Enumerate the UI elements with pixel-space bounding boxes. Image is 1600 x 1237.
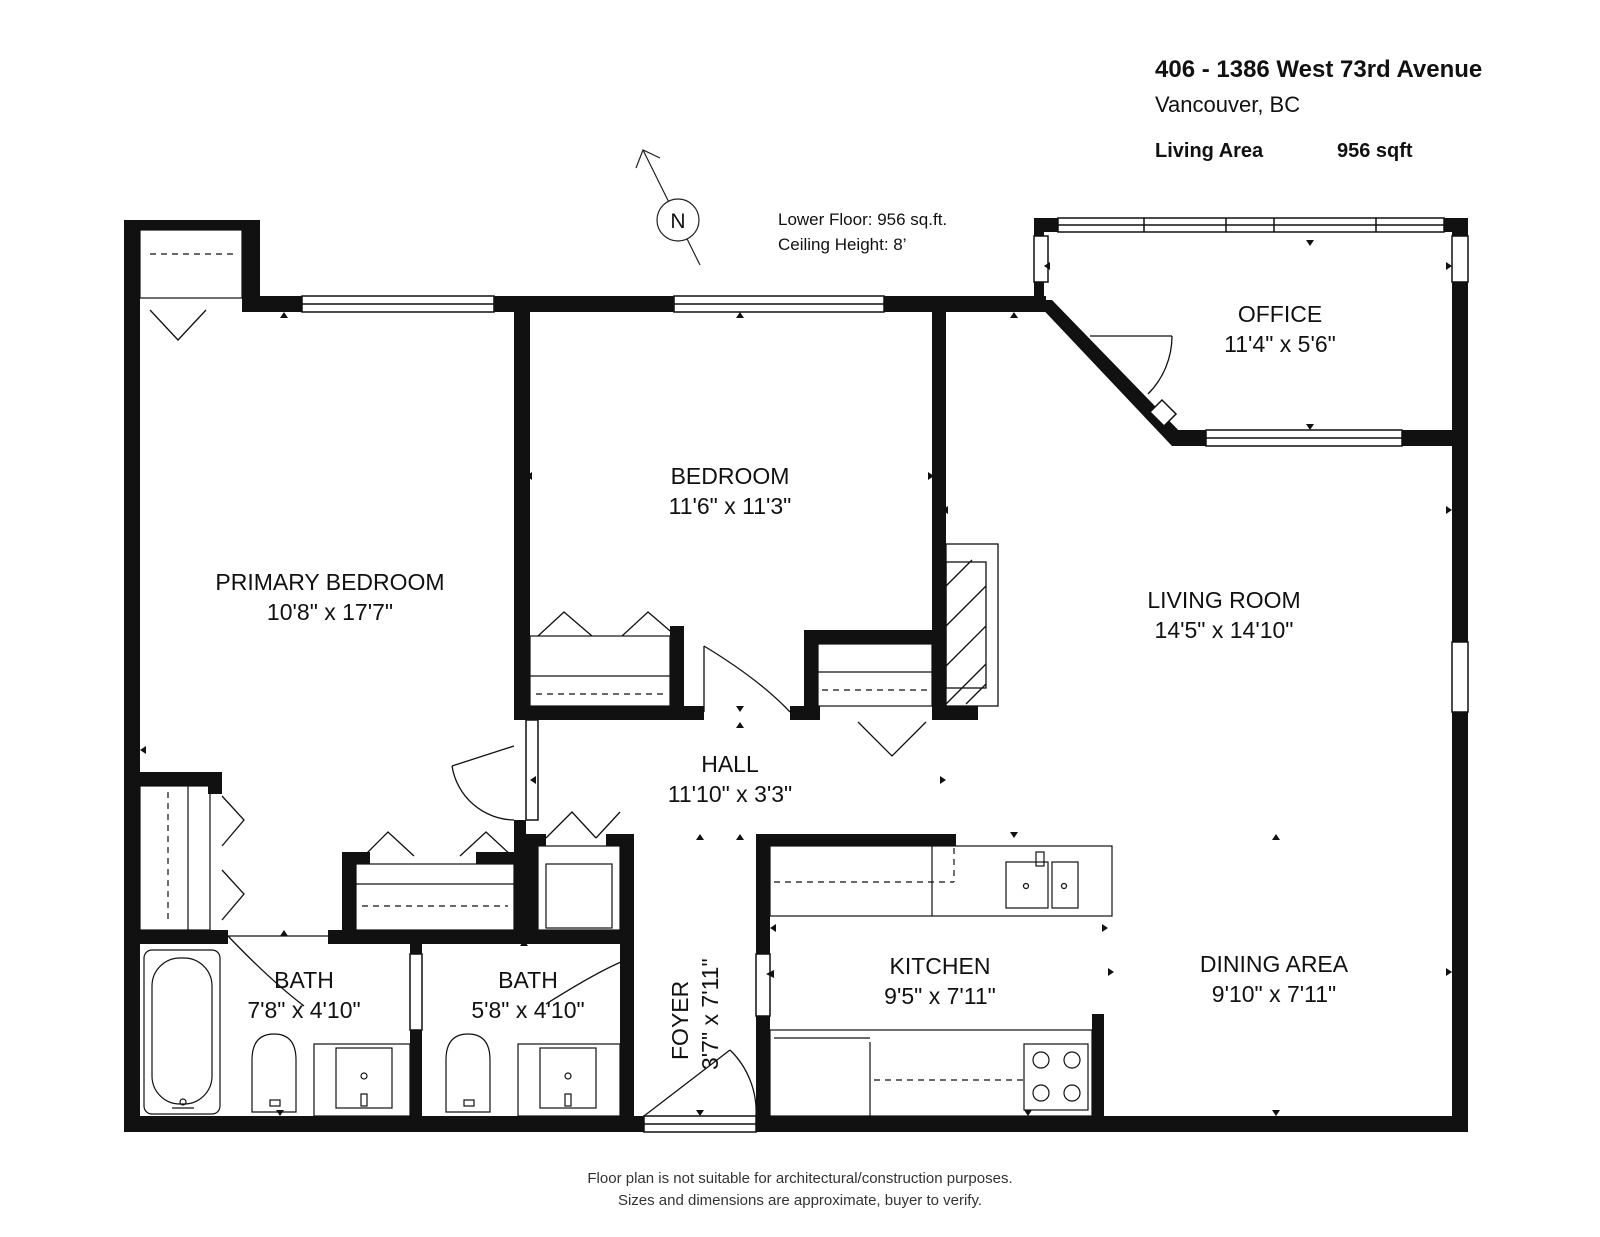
doors xyxy=(149,309,1173,1117)
walls xyxy=(124,218,1468,1132)
bath-fixtures xyxy=(143,949,621,1117)
sink-1 xyxy=(313,1043,411,1117)
room-labels: OFFICE 11'4" x 5'6" BEDROOM 11'6" x 11'3… xyxy=(215,301,1348,1070)
kitchen-sink xyxy=(1005,851,1079,909)
primary-bedroom-size: 10'8" x 17'7" xyxy=(267,599,393,625)
bath-2-label: BATH xyxy=(498,967,558,993)
office-label: OFFICE xyxy=(1238,301,1322,327)
fireplace xyxy=(945,543,999,707)
living-area-label: Living Area xyxy=(1155,140,1264,162)
stove xyxy=(1023,1043,1089,1111)
living-room-label: LIVING ROOM xyxy=(1147,587,1300,613)
bedroom-label: BEDROOM xyxy=(671,463,790,489)
living-area-value: 956 sqft xyxy=(1337,140,1413,162)
sink-2 xyxy=(517,1043,621,1117)
bathtub xyxy=(143,949,221,1115)
compass: N xyxy=(635,149,701,266)
foyer-size: 3'7" x 7'11" xyxy=(697,958,723,1070)
compass-north-label: N xyxy=(670,210,685,233)
bath-1-label: BATH xyxy=(274,967,334,993)
office-size: 11'4" x 5'6" xyxy=(1224,331,1336,357)
primary-bedroom-label: PRIMARY BEDROOM xyxy=(215,569,444,595)
lower-floor-area: Lower Floor: 956 sq.ft. xyxy=(778,210,948,229)
property-city: Vancouver, BC xyxy=(1155,92,1301,117)
closets xyxy=(139,229,933,931)
hall-label: HALL xyxy=(701,751,759,777)
bath-1-size: 7'8" x 4'10" xyxy=(247,997,360,1023)
property-address: 406 - 1386 West 73rd Avenue xyxy=(1155,56,1483,83)
disclaimer-line-2: Sizes and dimensions are approximate, bu… xyxy=(617,1192,983,1209)
bath-2-size: 5'8" x 4'10" xyxy=(471,997,584,1023)
living-room-size: 14'5" x 14'10" xyxy=(1155,617,1294,643)
foyer-label: FOYER xyxy=(667,981,693,1060)
hall-size: 11'10" x 3'3" xyxy=(668,781,792,807)
toilet-2 xyxy=(445,1033,491,1113)
toilet-1 xyxy=(251,1033,297,1113)
kitchen-label: KITCHEN xyxy=(890,953,991,979)
dining-area-size: 9'10" x 7'11" xyxy=(1212,981,1336,1007)
kitchen-fixtures xyxy=(769,845,1113,1117)
disclaimer-line-1: Floor plan is not suitable for architect… xyxy=(587,1170,1013,1187)
ceiling-height: Ceiling Height: 8’ xyxy=(778,235,907,254)
windows xyxy=(301,217,1469,1133)
bedroom-size: 11'6" x 11'3" xyxy=(669,493,792,519)
dining-area-label: DINING AREA xyxy=(1200,951,1349,977)
kitchen-size: 9'5" x 7'11" xyxy=(884,983,996,1009)
dimension-markers xyxy=(140,240,1452,1116)
